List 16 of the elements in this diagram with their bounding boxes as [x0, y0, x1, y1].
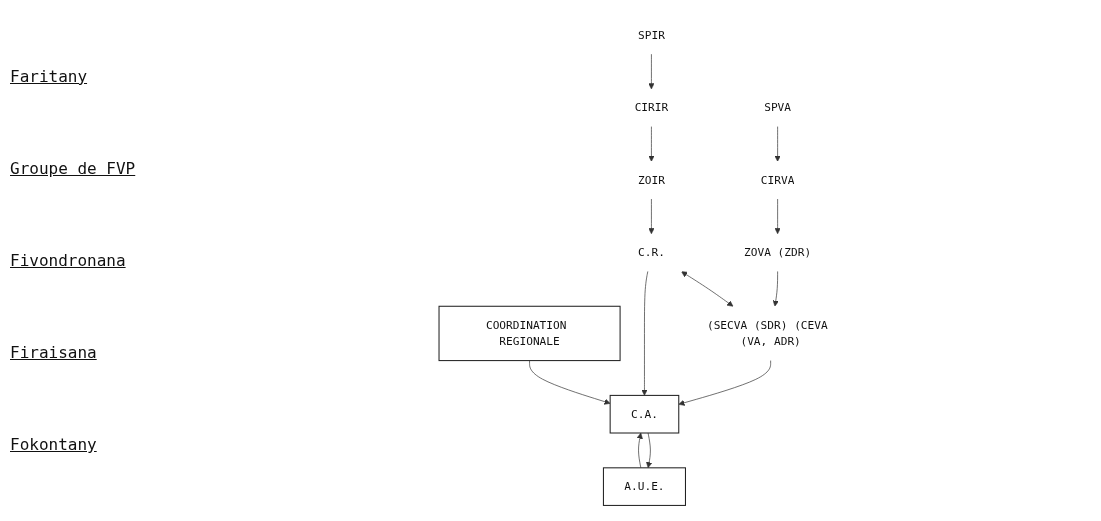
level-label: Groupe de FVP	[10, 158, 136, 178]
node-box: C.A.	[610, 394, 680, 434]
node-text: (SECVA (SDR) (CEVA (VA, ADR)	[707, 317, 829, 348]
node-text: ZOIR	[638, 172, 666, 186]
node-box: COORDINATION REGIONALE	[438, 305, 621, 361]
level-label: Fivondronana	[10, 250, 126, 270]
node-text: SPIR	[638, 27, 666, 42]
node-text: SPVA	[764, 100, 792, 114]
node-text: C.R.	[638, 245, 666, 259]
level-label: Firaisana	[10, 343, 97, 363]
level-label: Faritany	[10, 66, 88, 86]
node-box: A.U.E.	[603, 466, 687, 506]
level-label: Fokontany	[10, 435, 97, 455]
node-text: ZOVA (ZDR)	[744, 245, 812, 259]
node-text: CIRIR	[635, 100, 669, 114]
node-text: CIRVA	[761, 172, 795, 186]
